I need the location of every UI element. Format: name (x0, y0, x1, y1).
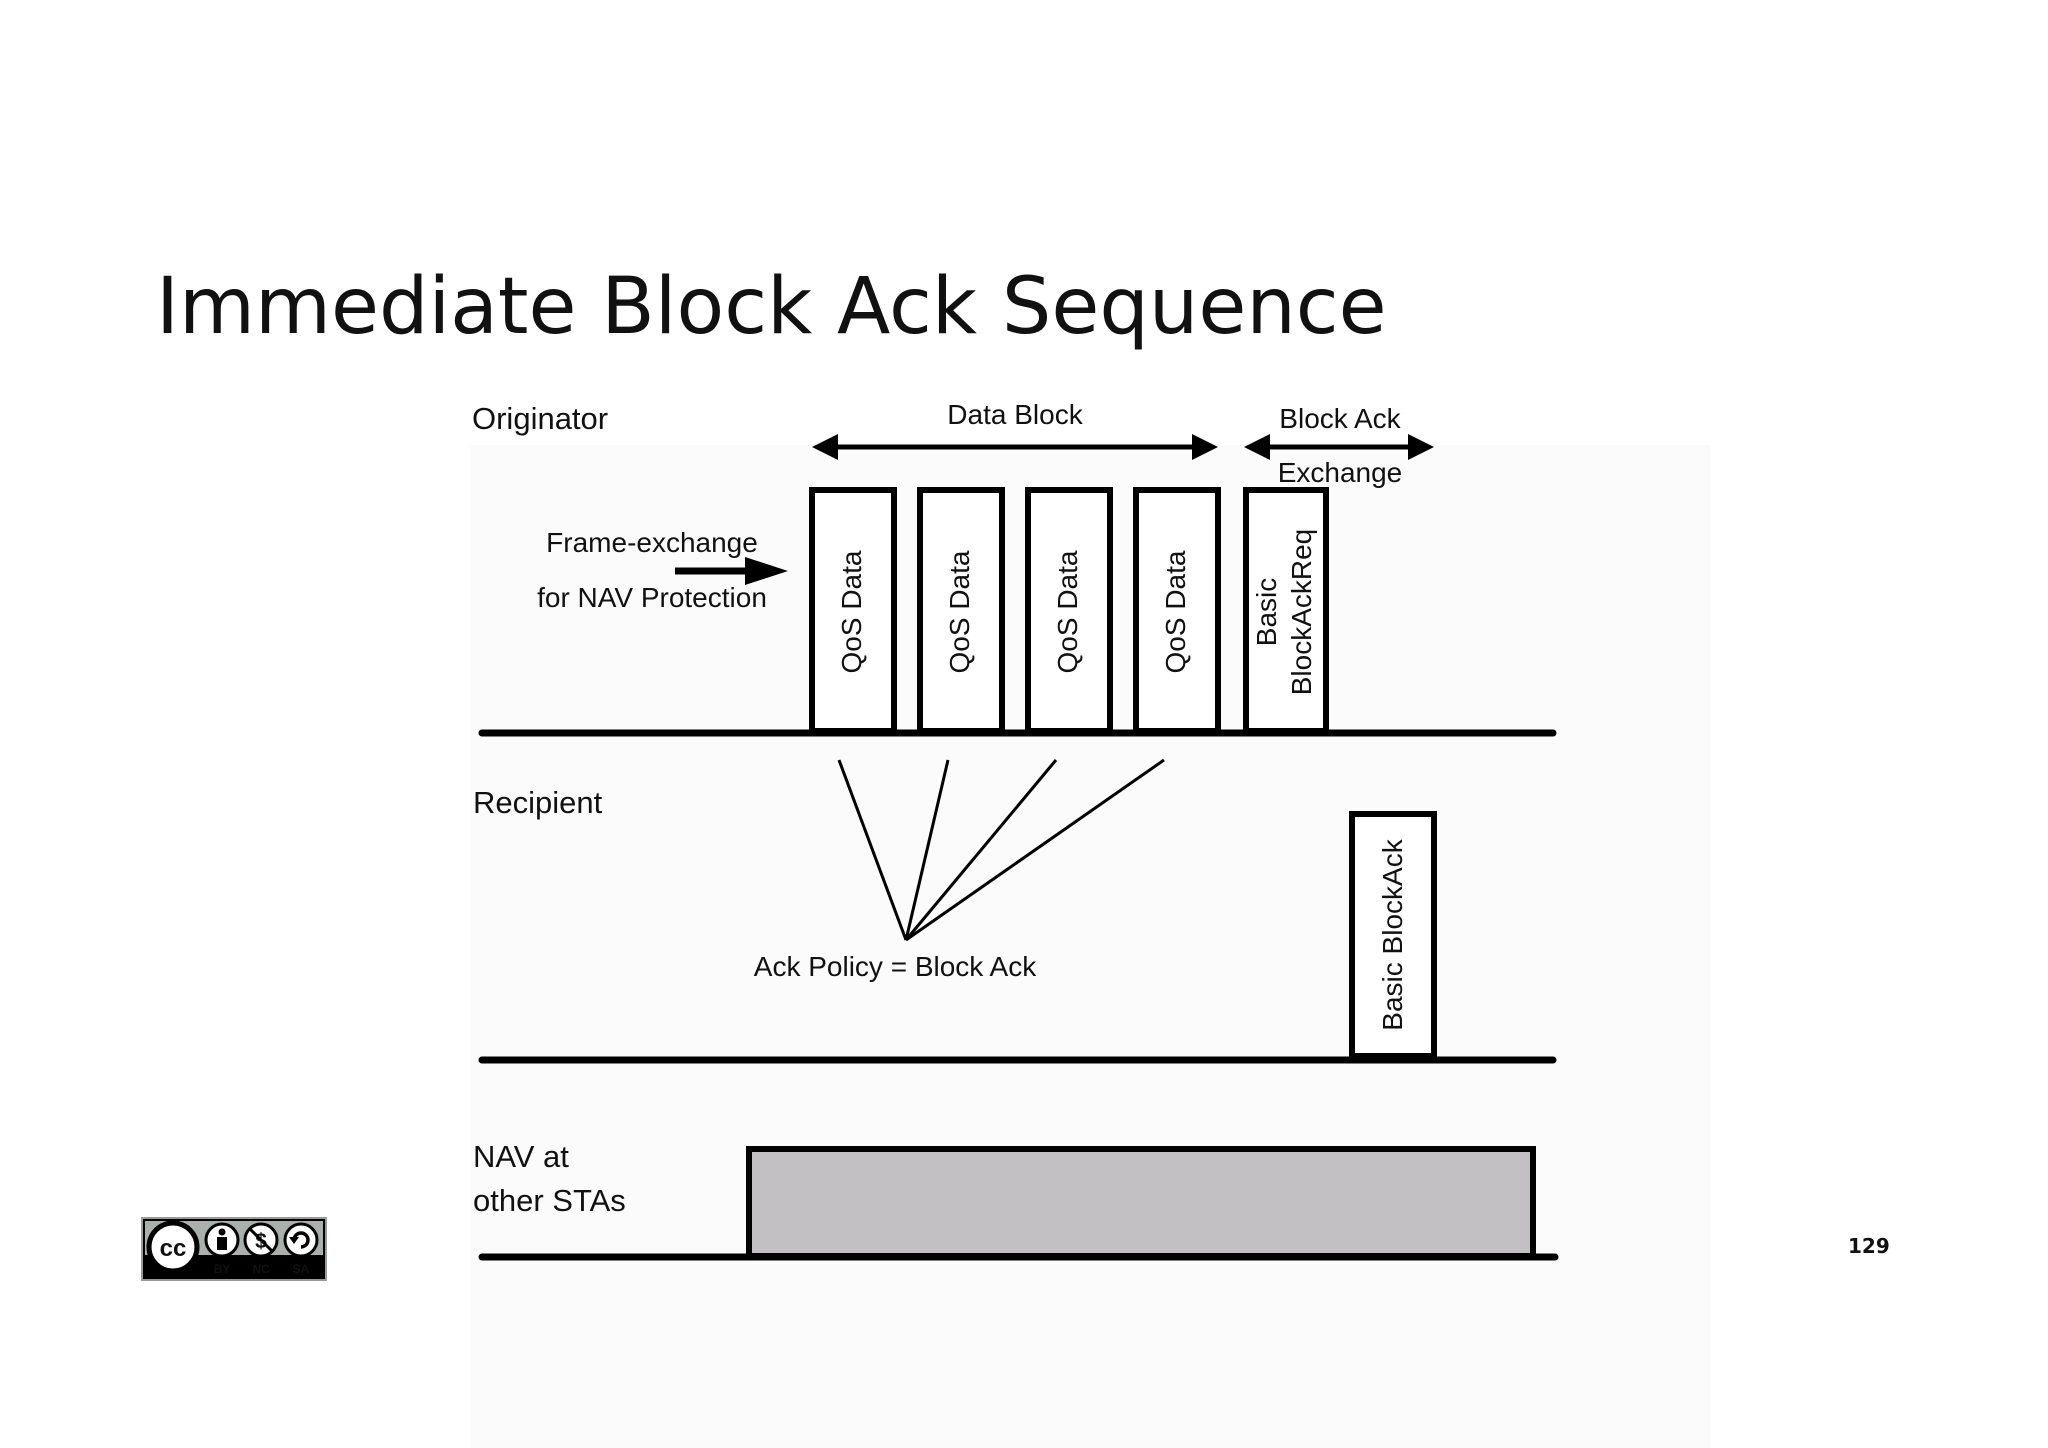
cc-label-nc: NC (252, 1262, 270, 1276)
page-number: 129 (1848, 1234, 1890, 1258)
nc-noncommercial-icon: $ (243, 1222, 279, 1258)
sa-sharealike-icon (283, 1222, 319, 1258)
data-block-arrow (812, 434, 1218, 460)
qos-data-label: QoS Data (944, 550, 975, 673)
cc-by-nc-sa-icon: cc $ BY NC SA (141, 1217, 327, 1281)
exchange-label: Exchange (1278, 457, 1403, 488)
qos-data-frame: QoS Data (809, 487, 897, 734)
block-ack-label: Block Ack (1279, 403, 1401, 434)
qos-data-label: QoS Data (1052, 550, 1083, 673)
nav-label-line2: other STAs (473, 1183, 626, 1218)
qos-data-frame: QoS Data (1025, 487, 1113, 734)
svg-text:cc: cc (160, 1235, 187, 1262)
nav-label-line1: NAV at (473, 1139, 569, 1174)
nav-protection-label: for NAV Protection (537, 582, 767, 613)
ack-policy-label: Ack Policy = Block Ack (754, 951, 1037, 982)
cc-label-sa: SA (293, 1262, 310, 1276)
qos-data-label: QoS Data (836, 550, 867, 673)
data-block-label: Data Block (947, 399, 1083, 430)
block-ack-frame-label: Basic BlockAck (1377, 838, 1408, 1030)
qos-data-label: QoS Data (1160, 550, 1191, 673)
block-ack-req-label-line1: Basic (1251, 578, 1282, 646)
originator-label: Originator (472, 401, 608, 436)
qos-data-frame: QoS Data (917, 487, 1005, 734)
block-ack-exchange-arrow (1244, 434, 1434, 460)
ack-policy-lines (837, 758, 1165, 942)
block-ack-req-frame: Basic BlockAckReq (1243, 487, 1329, 734)
by-attribution-icon (204, 1222, 240, 1258)
cc-icon: cc (146, 1220, 200, 1274)
cc-label-by: BY (214, 1262, 231, 1276)
qos-data-frame: QoS Data (1133, 487, 1221, 734)
frame-exchange-label: Frame-exchange (546, 527, 758, 558)
block-ack-frame: Basic BlockAck (1349, 811, 1437, 1059)
recipient-label: Recipient (473, 785, 603, 820)
nav-duration-bar (746, 1146, 1536, 1259)
block-ack-req-label-line2: BlockAckReq (1286, 529, 1317, 696)
slide-title: Immediate Block Ack Sequence (156, 262, 1387, 352)
nav-protection-arrow (675, 557, 788, 585)
